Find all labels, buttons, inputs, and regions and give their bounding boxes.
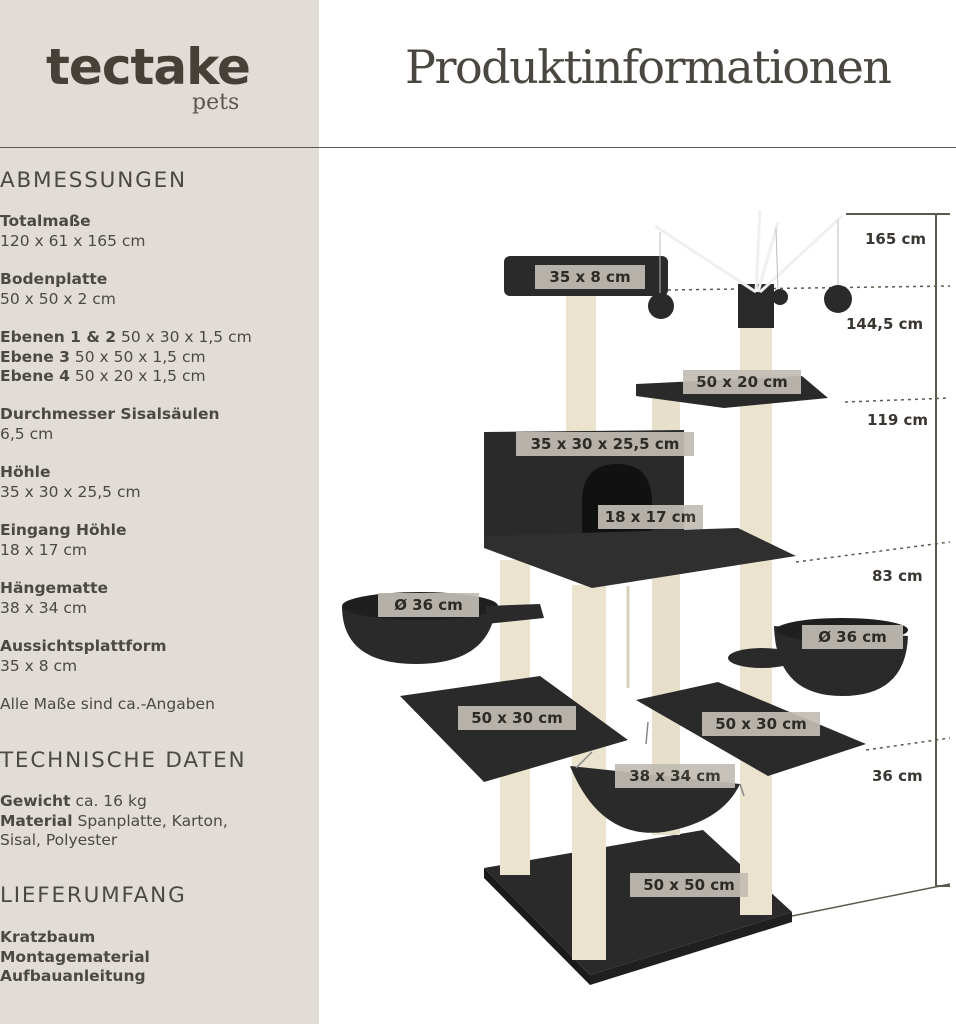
- section-heading-technische: TECHNISCHE DATEN: [0, 748, 247, 773]
- height-guide-119: [844, 397, 951, 403]
- delivery-item: Aufbauanleitung: [0, 967, 146, 985]
- spec-label: Eingang Höhle: [0, 521, 127, 539]
- height-guide-1445: [667, 285, 951, 291]
- spec-eingang: Eingang Höhle 18 x 17 cm: [0, 521, 127, 560]
- spec-value: 6,5 cm: [0, 424, 54, 443]
- bowl-left: [342, 606, 496, 664]
- spec-note: Alle Maße sind ca.-Angaben: [0, 695, 215, 713]
- spec-value: 50 x 50 x 1,5 cm: [74, 347, 206, 366]
- height-guide-83: [795, 541, 951, 563]
- label-level-2: 50 x 30 cm: [702, 712, 820, 736]
- spec-ebenen: Ebenen 1 & 2 50 x 30 x 1,5 cm Ebene 3 50…: [0, 328, 252, 387]
- bowl-left-arm: [486, 604, 544, 624]
- spec-label: Aussichtsplattform: [0, 637, 167, 655]
- spec-value: 50 x 30 x 1,5 cm: [121, 328, 252, 346]
- height-label-119: 119 cm: [867, 411, 929, 429]
- delivery-list: Kratzbaum Montagematerial Aufbauanleitun…: [0, 928, 150, 987]
- post-right: [740, 320, 772, 915]
- delivery-item: Montagematerial: [0, 947, 150, 966]
- base-plate: [484, 830, 792, 975]
- spec-aussicht: Aussichtsplattform 35 x 8 cm: [0, 637, 167, 676]
- spec-label: Höhle: [0, 463, 51, 481]
- label-level-1: 50 x 30 cm: [458, 706, 576, 730]
- level-3-platform: [484, 528, 796, 588]
- height-guide-36: [865, 737, 951, 751]
- header-divider: [0, 147, 956, 148]
- toy-ball: [648, 293, 674, 319]
- label-top-platform: 35 x 8 cm: [535, 265, 645, 289]
- spec-haengematte: Hängematte 38 x 34 cm: [0, 579, 108, 618]
- page-title: Produktinformationen: [405, 40, 892, 94]
- spec-value: ca. 16 kg: [75, 792, 147, 810]
- brand-logo: tectake pets: [46, 38, 251, 118]
- toy-ball: [824, 285, 852, 313]
- height-label-83: 83 cm: [872, 567, 923, 585]
- brand-name: tectake: [46, 38, 251, 96]
- spec-label: Ebene 3: [0, 347, 70, 366]
- spec-label: Bodenplatte: [0, 270, 108, 288]
- hammock-chains: [575, 721, 745, 797]
- sidebar: [0, 0, 319, 1024]
- bowl-right-arm: [728, 648, 796, 668]
- section-heading-abmessungen: ABMESSUNGEN: [0, 168, 187, 193]
- height-label-36: 36 cm: [872, 767, 923, 785]
- spec-tech: Gewicht ca. 16 kg Material Spanplatte, K…: [0, 792, 228, 851]
- spec-label: Gewicht: [0, 792, 71, 810]
- toy-ball: [772, 289, 788, 305]
- height-scale: [667, 213, 951, 917]
- spec-value: 50 x 20 x 1,5 cm: [74, 367, 206, 385]
- spec-bodenplatte: Bodenplatte 50 x 50 x 2 cm: [0, 270, 116, 309]
- spec-label: Totalmaße: [0, 212, 91, 230]
- spec-value: 18 x 17 cm: [0, 540, 88, 559]
- spec-value: 35 x 8 cm: [0, 656, 78, 675]
- spec-totalmasse: Totalmaße 120 x 61 x 165 cm: [0, 212, 146, 251]
- label-bowl-right: Ø 36 cm: [802, 625, 903, 649]
- height-label-165: 165 cm: [865, 230, 927, 248]
- spec-value: 120 x 61 x 165 cm: [0, 231, 146, 250]
- label-entrance: 18 x 17 cm: [598, 505, 703, 529]
- spec-label: Ebenen 1 & 2: [0, 328, 117, 346]
- spec-value: 50 x 50 x 2 cm: [0, 289, 116, 308]
- spec-value: Spanplatte, Karton,: [77, 811, 228, 830]
- delivery-item: Kratzbaum: [0, 928, 96, 946]
- spec-label: Material: [0, 811, 73, 830]
- height-label-1445: 144,5 cm: [846, 315, 924, 333]
- spec-value: Sisal, Polyester: [0, 831, 118, 849]
- spec-label: Ebene 4: [0, 367, 70, 385]
- post-top: [566, 290, 596, 440]
- spec-value: 38 x 34 cm: [0, 598, 88, 617]
- spec-sisal: Durchmesser Sisalsäulen 6,5 cm: [0, 405, 220, 444]
- spec-label: Hängematte: [0, 579, 109, 597]
- spec-hoehle: Höhle 35 x 30 x 25,5 cm: [0, 463, 141, 502]
- toy-strings: [659, 220, 839, 300]
- base-plate-front: [590, 912, 792, 985]
- brand-sub: pets: [192, 90, 240, 115]
- height-guide-0: [791, 883, 951, 917]
- toy-wires: [654, 209, 844, 294]
- base-plate-edge: [484, 868, 590, 985]
- label-level-4: 50 x 20 cm: [683, 370, 801, 394]
- label-base: 50 x 50 cm: [630, 873, 748, 897]
- label-cave: 35 x 30 x 25,5 cm: [516, 432, 694, 456]
- spec-label: Durchmesser Sisalsäulen: [0, 405, 220, 423]
- section-heading-lieferumfang: LIEFERUMFANG: [0, 883, 187, 908]
- label-hammock: 38 x 34 cm: [615, 764, 735, 788]
- label-bowl-left: Ø 36 cm: [378, 593, 479, 617]
- spec-value: 35 x 30 x 25,5 cm: [0, 482, 141, 501]
